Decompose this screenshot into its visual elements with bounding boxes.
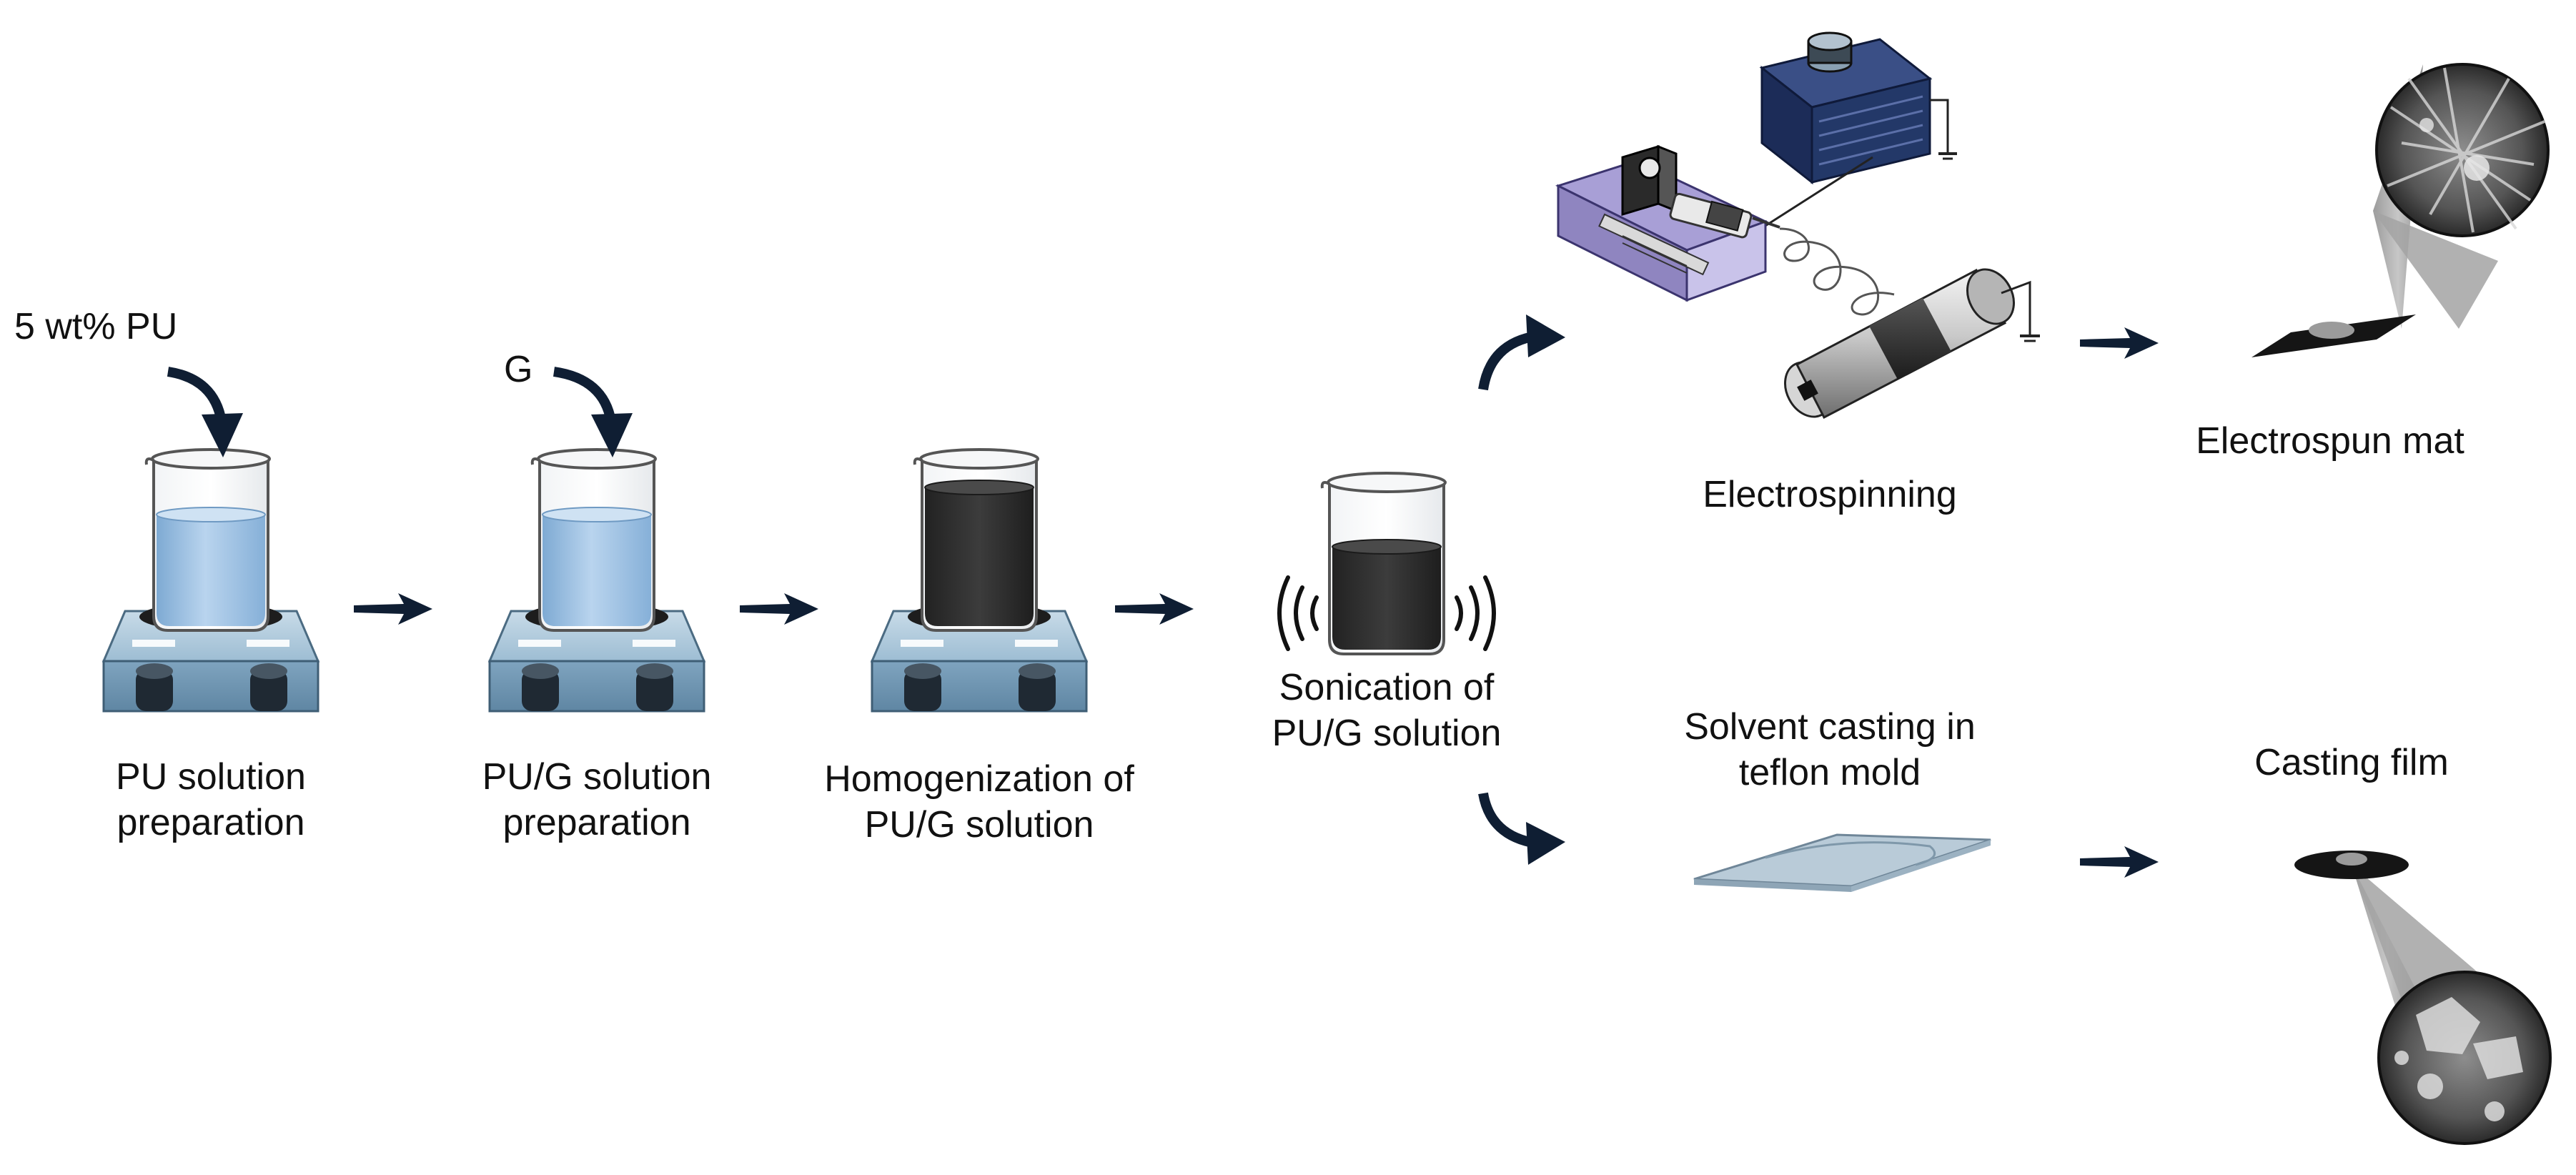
- teflon-mold: [1693, 833, 1991, 892]
- step1-label: PU solution preparation: [116, 756, 306, 843]
- flow-arrow-1: [354, 593, 432, 625]
- electrospun-mat: [2251, 63, 2550, 357]
- flow-arrow-film: [2080, 846, 2159, 878]
- g-input-label: G: [504, 349, 533, 390]
- pu-input-label: 5 wt% PU: [14, 306, 178, 347]
- beaker-2: [530, 448, 657, 632]
- beaker-3: [913, 448, 1039, 632]
- flow-arrow-3: [1115, 593, 1194, 625]
- step3-label: Homogenization of PU/G solution: [824, 758, 1134, 846]
- beaker-4: [1320, 472, 1447, 655]
- casting-film: [2294, 851, 2552, 1145]
- electrospinning-setup: [1555, 31, 2040, 420]
- g-input-arrow: [553, 367, 616, 423]
- electrospun-mat-label: Electrospun mat: [2196, 420, 2464, 462]
- sonication-waves-right: [1457, 577, 1494, 649]
- step2-label: PU/G solution preparation: [482, 756, 712, 843]
- beaker-1: [144, 448, 271, 632]
- step4-label: Sonication of PU/G solution: [1272, 667, 1502, 754]
- pu-input-arrow: [167, 367, 227, 423]
- flow-arrow-mat: [2080, 327, 2159, 359]
- solvent-casting-label: Solvent casting in teflon mold: [1684, 706, 1976, 793]
- flow-arrow-2: [740, 593, 818, 625]
- electrospinning-label: Electrospinning: [1703, 474, 1957, 515]
- casting-film-label: Casting film: [2254, 742, 2449, 783]
- sonication-waves-left: [1279, 577, 1317, 649]
- curved-arrow-up: [1478, 331, 1538, 391]
